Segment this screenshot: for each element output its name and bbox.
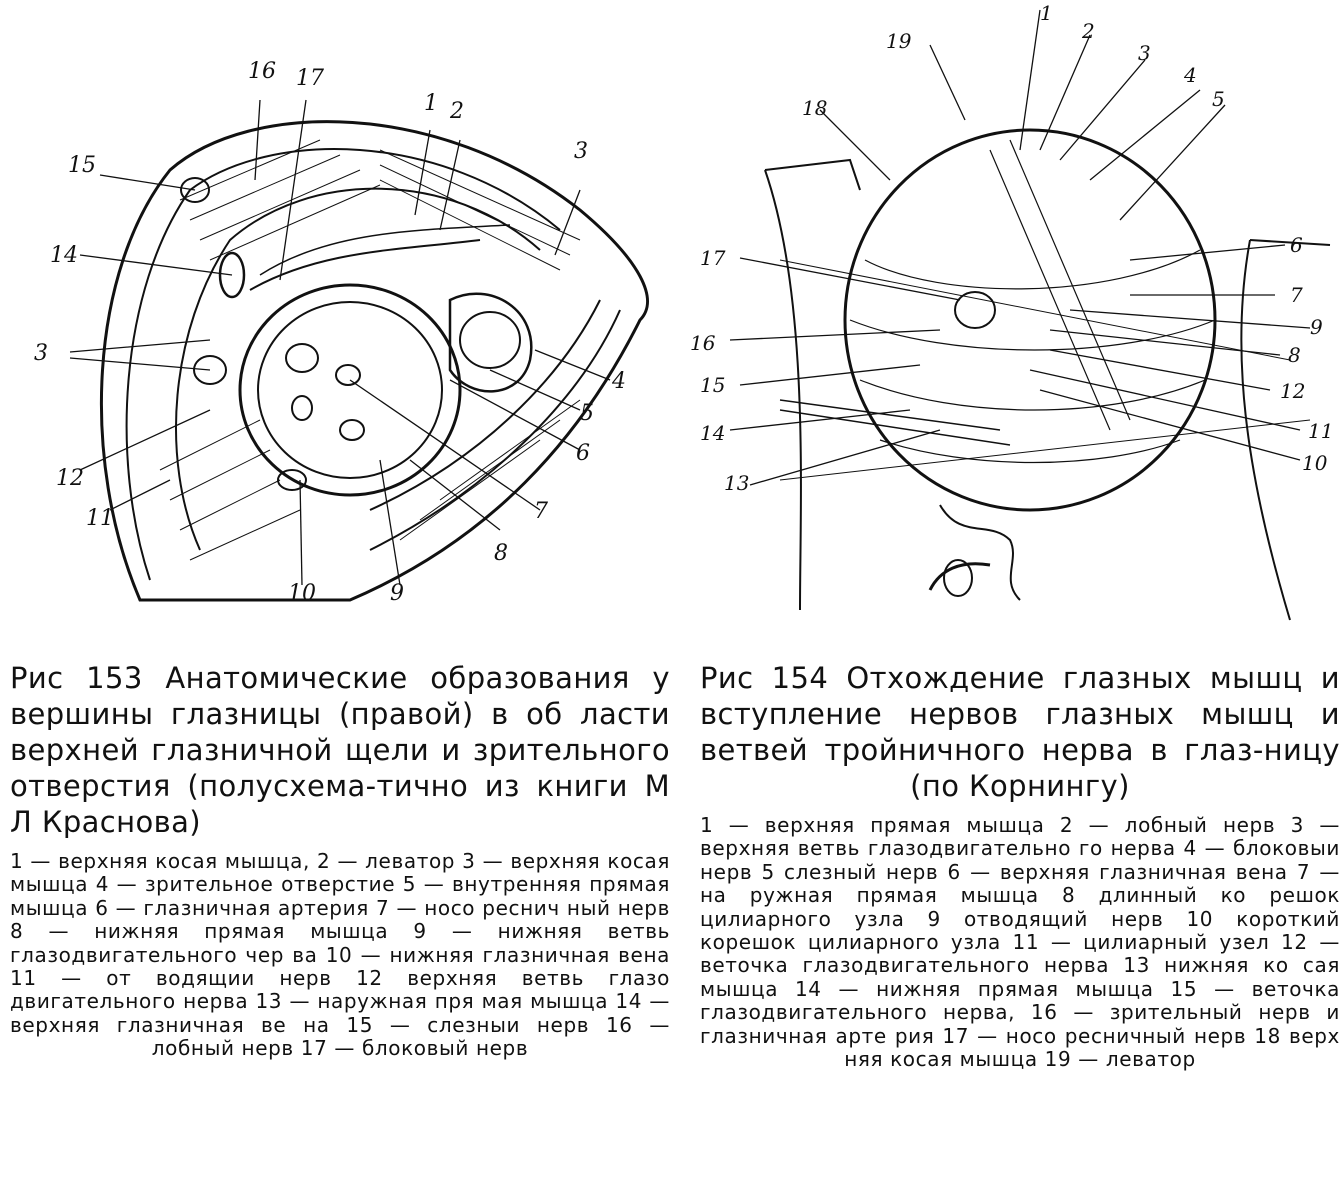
fig153-label: 14: [50, 243, 78, 268]
fig154-label: 7: [1290, 283, 1303, 307]
figure-153-legend: 1 — верхняя косая мышца, 2 — леватор 3 —…: [10, 849, 670, 1061]
fig154-label: 5: [1212, 87, 1225, 111]
fig154-label: 19: [886, 29, 912, 53]
fig154-label: 10: [1302, 451, 1328, 475]
fig154-label: 17: [700, 246, 726, 270]
fig154-label: 14: [700, 421, 725, 445]
fig154-label: 3: [1138, 41, 1151, 65]
fig153-label: 1: [424, 91, 438, 116]
fig153-label: 2: [449, 99, 464, 124]
figure-153-caption: Рис 153 Анатомические образования у верш…: [10, 660, 670, 1061]
fig153-label: 6: [576, 441, 590, 466]
figure-153-drawing: 16 17 1 2 15 3 14 3 4 5 12 6 11 7 8 10 9: [34, 59, 649, 606]
figure-154-legend: 1 — верхняя прямая мышца 2 — лобный нерв…: [700, 813, 1340, 1072]
fig153-label: 11: [86, 506, 114, 531]
fig153-label: 10: [288, 581, 316, 606]
fig153-label: 16: [248, 59, 276, 84]
figure-154-caption: Рис 154 Отхождение глазных мышц и вступл…: [700, 660, 1340, 1071]
fig153-label: 17: [296, 66, 324, 91]
fig154-label: 1: [1040, 1, 1053, 25]
fig153-label: 5: [580, 401, 594, 426]
fig154-label: 4: [1183, 63, 1197, 87]
fig154-label: 13: [724, 471, 749, 495]
fig154-label: 8: [1288, 343, 1301, 367]
figure-154-illustration: 1 19 2 3 4 18 5 6 17 7 9 16 8 15 12 14 1…: [690, 0, 1340, 630]
fig153-label: 15: [68, 153, 96, 178]
figure-153-illustration: 16 17 1 2 15 3 14 3 4 5 12 6 11 7 8 10 9: [20, 40, 660, 620]
figure-153-title: Рис 153 Анатомические образования у верш…: [10, 661, 670, 839]
fig153-label: 12: [56, 466, 84, 491]
figure-154-drawing: 1 19 2 3 4 18 5 6 17 7 9 16 8 15 12 14 1…: [690, 1, 1333, 621]
fig153-label: 8: [494, 541, 508, 566]
fig154-label: 16: [690, 331, 716, 355]
fig153-label: 9: [390, 581, 404, 606]
fig154-label: 2: [1081, 19, 1095, 43]
fig154-label: 15: [700, 373, 725, 397]
fig154-label: 12: [1280, 379, 1305, 403]
fig154-label: 11: [1308, 419, 1333, 443]
fig153-label: 3: [34, 341, 48, 366]
fig154-label: 18: [802, 96, 827, 120]
fig154-label: 9: [1310, 315, 1323, 339]
fig153-label: 3: [574, 139, 588, 164]
fig153-label: 4: [611, 369, 626, 394]
fig153-label: 7: [534, 499, 548, 524]
fig154-label: 6: [1290, 233, 1303, 257]
figure-154-title: Рис 154 Отхождение глазных мышц и вступл…: [700, 661, 1340, 803]
